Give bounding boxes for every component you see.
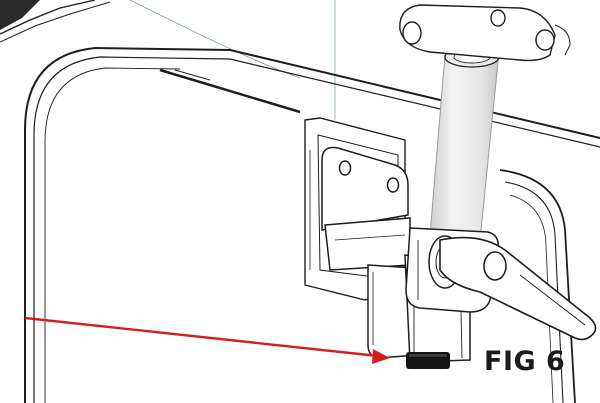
lever-pivot [483,251,507,281]
door-panel-frame [24,46,600,403]
rubber-foot [406,352,450,369]
mounting-hole [338,160,352,176]
mounting-hole [386,177,400,193]
plunger-tube [429,46,500,241]
cam-lever [439,236,597,341]
figure-label: FIG 6 [484,346,566,377]
top-flange [399,4,571,62]
flange-hole [402,21,422,45]
mounting-bracket [321,146,411,271]
flange-hole [535,29,555,51]
right-frame [499,169,576,403]
indicator-arrow [24,316,390,364]
corner-piece [0,0,111,43]
flange-hole [490,9,506,27]
